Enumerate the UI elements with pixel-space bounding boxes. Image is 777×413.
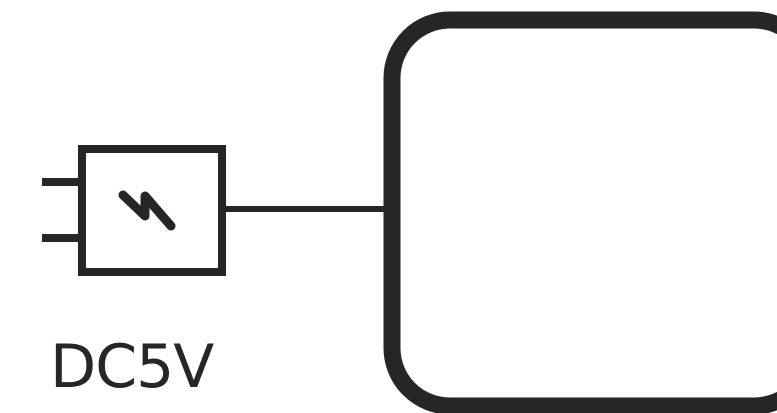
voltage-label: DC5V <box>50 332 214 402</box>
power-adapter-icon <box>42 145 226 276</box>
device-box <box>383 11 777 413</box>
lightning-bolt-icon <box>118 190 176 231</box>
